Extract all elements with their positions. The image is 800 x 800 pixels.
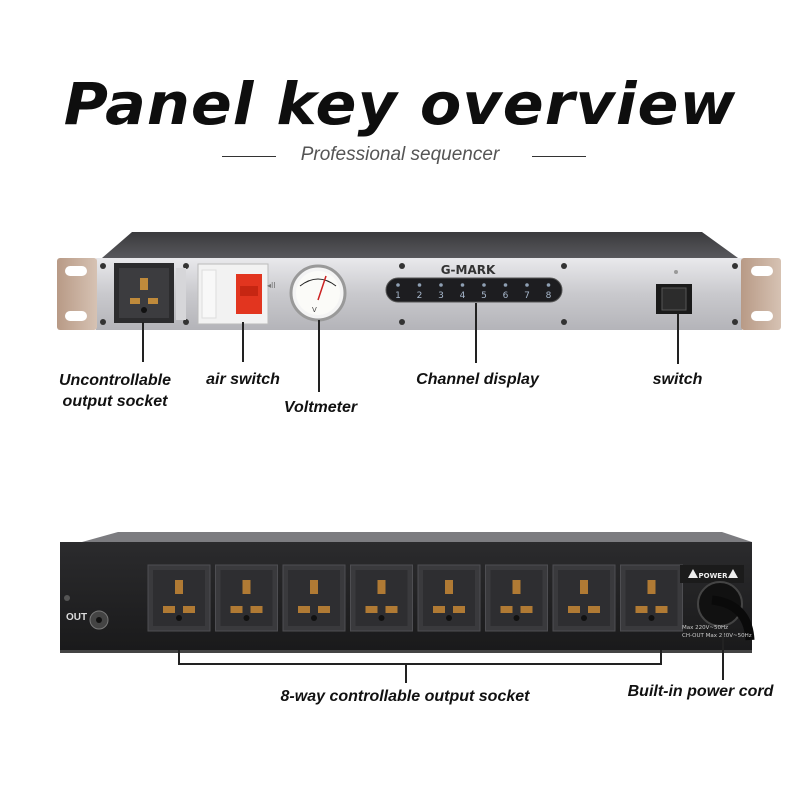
channel-led-4 — [460, 283, 465, 287]
channel-digit-8: 8 — [546, 291, 552, 301]
rear-chassis-top — [82, 532, 752, 542]
controllable-socket — [350, 564, 413, 632]
channel-led-8 — [546, 283, 551, 287]
channel-digit-7: 7 — [524, 291, 530, 301]
svg-text:Max 220V~50Hz: Max 220V~50Hz — [682, 625, 728, 631]
label-uncontrollable-socket: Uncontrollable output socket — [30, 370, 200, 412]
svg-text:◂II: ◂II — [267, 281, 276, 290]
svg-text:CH-OUT Max 220V~50Hz: CH-OUT Max 220V~50Hz — [682, 633, 752, 639]
channel-digit-6: 6 — [503, 291, 509, 301]
label-uncontrollable-line-1: Uncontrollable — [58, 372, 171, 389]
page-subtitle: Professional sequencer — [300, 144, 500, 165]
controllable-sockets — [147, 564, 683, 632]
controllable-socket — [485, 564, 548, 632]
label-air-switch: air switch — [206, 371, 280, 388]
pointer-air-switch — [242, 322, 244, 362]
pointer-uncontrollable — [142, 322, 144, 362]
channel-led-7 — [525, 283, 529, 287]
pointer-voltmeter — [318, 320, 320, 392]
channel-digit-3: 3 — [438, 291, 444, 301]
channel-digit-2: 2 — [417, 291, 423, 301]
channel-digit-1: 1 — [395, 291, 401, 301]
controllable-socket — [282, 564, 346, 632]
brand-logo: G-MARK — [441, 263, 496, 277]
label-controllable-socket: 8-way controllable output socket — [280, 688, 530, 705]
pointer-switch — [677, 314, 679, 364]
label-channel-display: Channel display — [416, 371, 539, 388]
channel-display — [385, 277, 563, 303]
controllable-socket — [417, 564, 481, 632]
label-switch: switch — [652, 371, 703, 388]
power-cord — [711, 595, 755, 641]
channel-led-5 — [482, 283, 486, 287]
controllable-socket — [552, 564, 616, 632]
page-title: Panel key overview — [63, 70, 737, 138]
label-uncontrollable-line-2: output socket — [62, 393, 168, 410]
svg-text:POWER: POWER — [699, 572, 729, 580]
controllable-socket — [215, 564, 278, 632]
channel-led-6 — [503, 283, 508, 287]
controllable-socket — [147, 564, 211, 632]
label-power-cord: Built-in power cord — [627, 683, 774, 700]
subtitle-rule-left — [222, 156, 276, 157]
out-label: OUT — [66, 612, 88, 623]
power-warning-box — [680, 565, 744, 583]
channel-display-digits: 1 2 3 4 5 6 7 8 — [395, 283, 552, 301]
pointer-power-cord — [722, 628, 724, 680]
channel-led-3 — [439, 283, 443, 287]
label-voltmeter: Voltmeter — [283, 399, 358, 416]
socket-group-bracket — [178, 650, 662, 665]
channel-led-2 — [417, 283, 422, 287]
front-chassis-top — [102, 232, 738, 258]
controllable-socket — [620, 564, 683, 632]
pointer-channel-display — [475, 303, 477, 363]
channel-digit-4: 4 — [460, 291, 466, 301]
channel-digit-5: 5 — [481, 291, 487, 301]
svg-text:V: V — [312, 306, 317, 314]
subtitle-rule-right — [532, 156, 586, 157]
channel-led-1 — [396, 283, 400, 287]
